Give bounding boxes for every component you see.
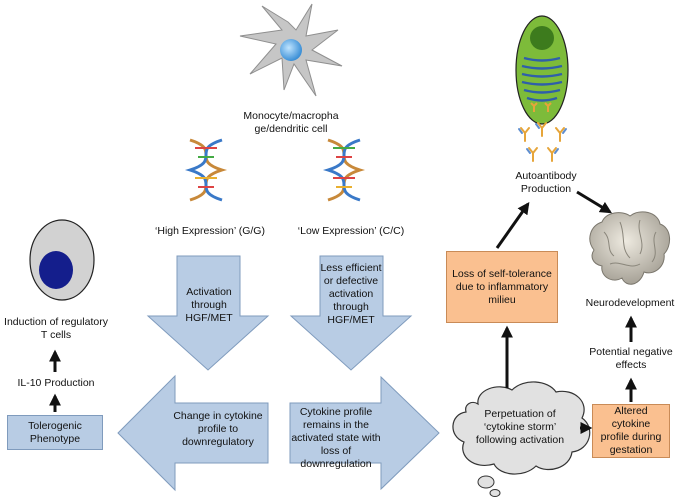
high-activation-arrow [146,255,270,371]
monocyte-label: Monocyte/macropha ge/dendritic cell [243,110,339,135]
altered-profile-text: Altered cytokine profile during gestatio… [600,405,662,456]
autoantibody-label: Autoantibody Production [515,170,577,195]
low-activation-text: Less efficient or defective activation t… [320,262,382,326]
cytokine-storm-cloud [452,381,591,497]
profile-remains-arrow [289,375,440,491]
altered-profile-box: Altered cytokine profile during gestatio… [592,404,670,458]
antibodies-icon [518,122,567,162]
cloud-text: Perpetuation of ‘cytokine storm’ followi… [475,408,565,446]
high-expression-label: ‘High Expression’ (G/G) [155,225,265,237]
tolerogenic-text: Tolerogenic Phenotype [28,419,82,445]
dna-helix-low-icon [322,138,366,202]
profile-remains-text: Cytokine profile remains in the activate… [291,406,381,470]
dendritic-cell-icon [239,3,343,97]
potential-effects-label: Potential negative effects [589,346,673,371]
treg-label: Induction of regulatory T cells [4,316,108,341]
regulatory-t-cell-icon [29,219,95,301]
arrow-autoantibody-to-brain [576,190,613,214]
dna-helix-high-icon [184,138,228,202]
loss-tolerance-box: Loss of self-tolerance due to inflammato… [446,251,558,323]
arrow-loss-to-autoantibody [495,202,530,249]
brain-icon [589,211,670,285]
high-activation-text: Activation through HGF/MET [185,286,233,324]
loss-tolerance-text: Loss of self-tolerance due to inflammato… [452,267,552,306]
tolerogenic-box: Tolerogenic Phenotype [7,415,103,450]
neurodevelopment-label: Neurodevelopment [585,297,675,309]
low-expression-label: ‘Low Expression’ (C/C) [297,225,405,237]
low-activation-arrow [289,255,413,371]
b-cell-icon [515,15,569,125]
change-profile-text: Change in cytokine profile to downregula… [173,410,263,448]
change-profile-arrow [117,374,269,492]
il10-label: IL-10 Production [17,377,95,389]
